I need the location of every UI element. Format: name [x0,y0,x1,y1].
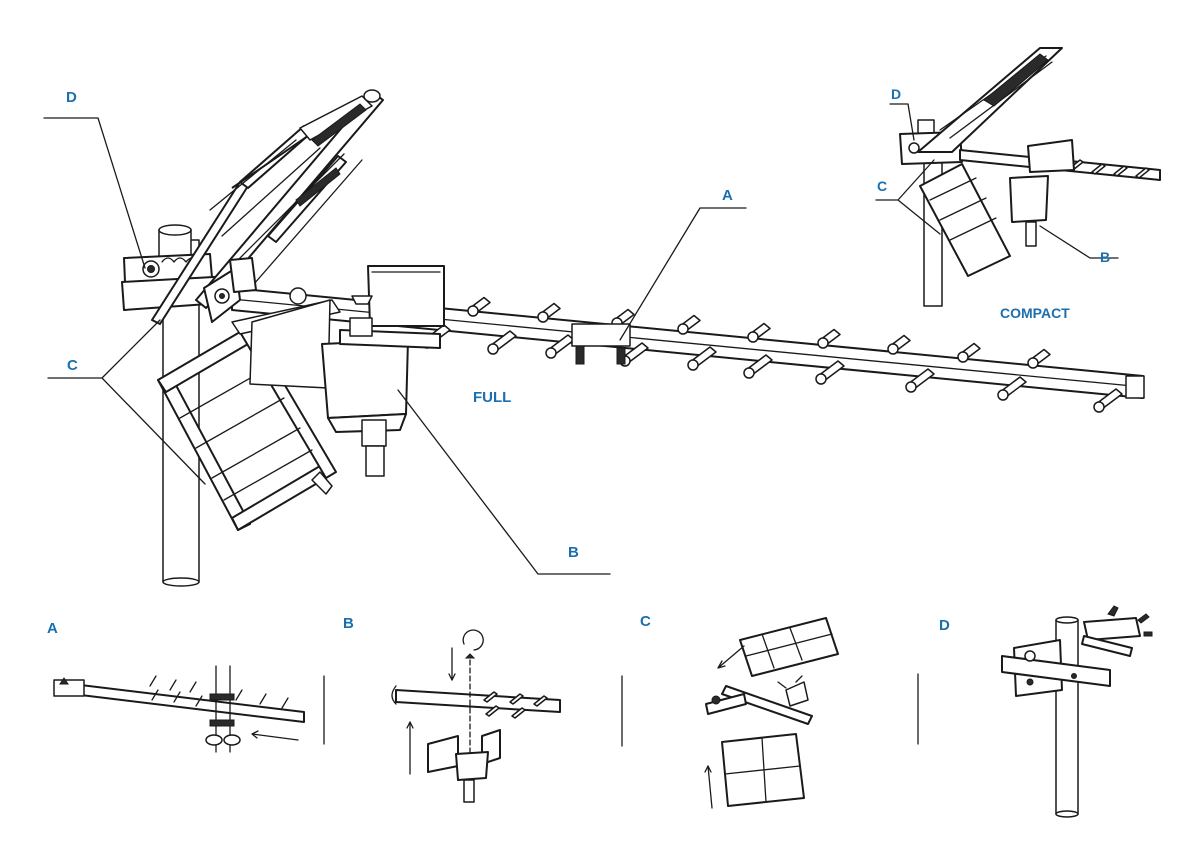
mast-base [162,577,200,587]
director-rod-end [905,381,917,393]
hinge-c [203,257,257,323]
director-rod-end [687,359,699,371]
director-rod-end [887,343,899,355]
callout-c: C [67,357,78,374]
compact-directors [1069,159,1150,179]
director-rod-end [677,323,689,335]
compact-callout-c: C [877,178,887,194]
callout-c-leader [47,319,206,485]
boom-joint-a [571,323,631,365]
director-rod-end [747,331,759,343]
full-antenna-drawing: A B C D FULL [43,89,1145,587]
compact-callout-b-leader [1039,225,1119,259]
director-rod-end [537,311,549,323]
callout-b: B [568,544,579,561]
director-rod-end [815,373,827,385]
director-rod-end [467,305,479,317]
callout-a: A [722,187,733,204]
director-rod-end [817,337,829,349]
step-c-label: C [640,613,651,630]
reflector-panel-lower [157,299,341,531]
full-label: FULL [473,389,511,406]
step-d-label: D [939,617,950,634]
compact-label: COMPACT [1000,305,1070,321]
callout-b-leader [397,389,611,575]
step-d: D [939,605,1153,818]
compact-callout-d-leader [889,103,915,141]
director-rod-end [743,367,755,379]
mast-cap-top [158,224,192,236]
compact-callout-b: B [1100,249,1110,265]
step-c: C [640,613,919,809]
director-rod-end [957,351,969,363]
feeder-box-b [289,265,445,477]
director-rod-end [997,389,1009,401]
compact-callout-c-leader [875,159,941,235]
callout-d-leader [43,117,146,269]
reflector-panel-upper [151,89,384,325]
director-rod-end [545,347,557,359]
director-rod-end [1093,401,1105,413]
callout-d: D [66,89,77,106]
compact-antenna-drawing: B C D COMPACT [875,47,1161,321]
step-a-label: A [47,620,58,637]
step-a: A [47,620,325,753]
director-rod-end [1027,357,1039,369]
step-b-label: B [343,615,354,632]
step-b: B [343,615,623,803]
callout-a-leader [619,207,747,341]
director-rod-end [487,343,499,355]
compact-callout-d: D [891,86,901,102]
